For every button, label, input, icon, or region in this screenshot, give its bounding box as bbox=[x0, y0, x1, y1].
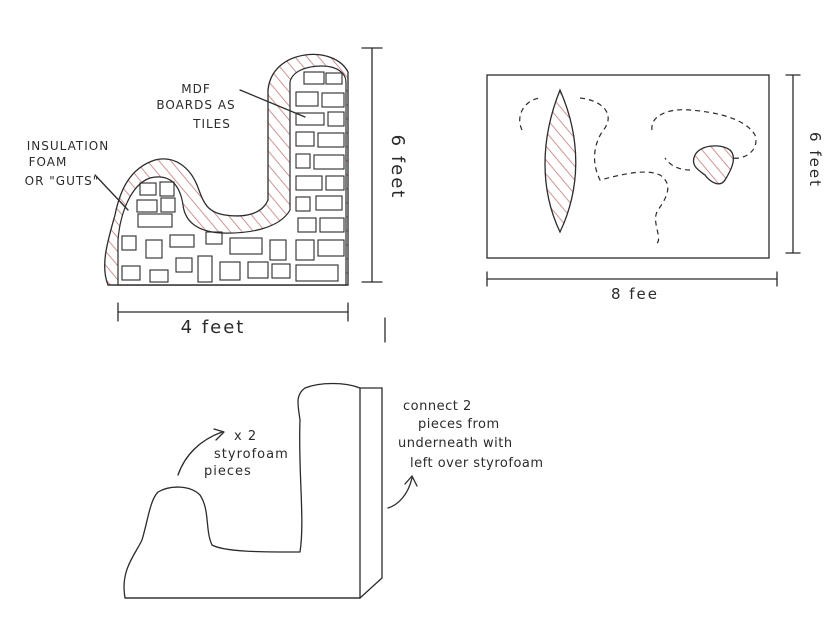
mdf-tiles bbox=[121, 71, 345, 283]
label-pieces-line3: pieces bbox=[204, 464, 252, 479]
top-view-sketch: 8 fee 6 feet bbox=[486, 74, 824, 303]
dashed-region-right bbox=[651, 109, 757, 171]
height-dimension-6ft: 6 feet bbox=[361, 47, 408, 283]
label-connect-line1: connect 2 bbox=[403, 399, 472, 414]
pieces-arrow bbox=[177, 431, 223, 476]
styrofoam-front-outline bbox=[123, 382, 361, 599]
label-foam-line3: OR "GUTS" bbox=[25, 174, 100, 188]
foam-leader-line bbox=[94, 174, 129, 211]
label-foam-line1: INSULATION bbox=[27, 139, 109, 153]
label-mdf-line3: TILES bbox=[192, 117, 231, 131]
label-mdf-line2: BOARDS AS bbox=[156, 98, 235, 112]
label-connect-line2: pieces from bbox=[418, 417, 500, 432]
label-connect-line4: left over styrofoam bbox=[410, 456, 544, 471]
connect-arrowhead bbox=[404, 475, 418, 487]
dim-width-label-2: 8 fee bbox=[611, 285, 659, 303]
label-foam-line2: FOAM bbox=[29, 155, 68, 169]
label-connect-line3: underneath with bbox=[398, 436, 513, 451]
mdf-leader-line bbox=[239, 89, 306, 118]
dim-height-label: 6 feet bbox=[387, 135, 408, 200]
top-view-frame bbox=[486, 74, 770, 259]
hatched-blob-shape bbox=[692, 145, 734, 185]
styrofoam-depth-side bbox=[359, 387, 383, 599]
label-pieces-line2: styrofoam bbox=[214, 447, 289, 462]
width-dimension-8ft: 8 fee bbox=[486, 271, 778, 303]
label-mdf-line1: MDF bbox=[181, 82, 211, 96]
width-dimension-4ft: 4 feet bbox=[117, 302, 349, 338]
dim-height-label-2: 6 feet bbox=[806, 132, 824, 188]
wall-front-sketch: MDF BOARDS AS TILES INSULATION FOAM OR "… bbox=[25, 47, 408, 343]
dashed-region-left bbox=[519, 97, 669, 246]
hatched-lens-shape bbox=[544, 88, 577, 234]
styrofoam-sketch: x 2 styrofoam pieces connect 2 pieces fr… bbox=[123, 382, 544, 599]
pieces-arrowhead bbox=[213, 428, 225, 441]
label-pieces-line1: x 2 bbox=[234, 429, 257, 444]
height-dimension-6ft-2: 6 feet bbox=[785, 74, 824, 254]
connect-arrow bbox=[387, 477, 413, 509]
dim-width-label: 4 feet bbox=[181, 317, 246, 338]
